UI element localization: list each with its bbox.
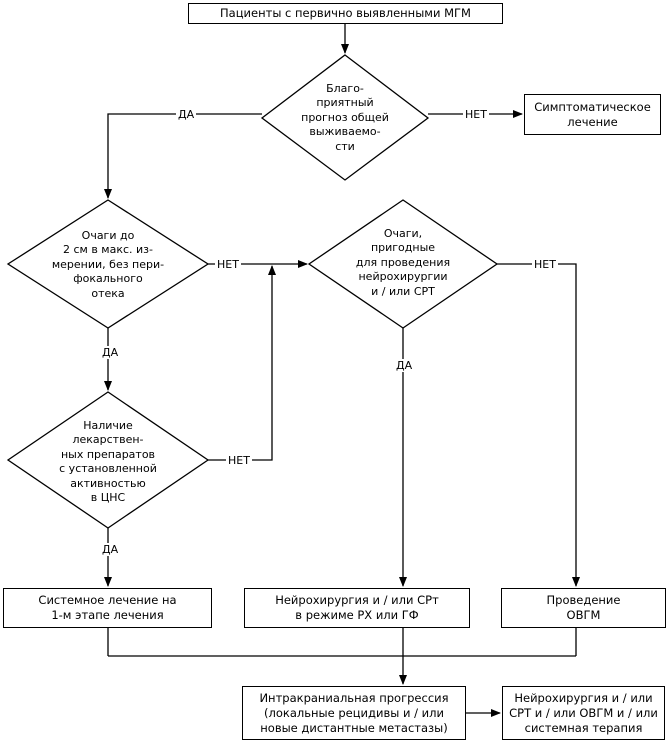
edge-cns-drugs-no xyxy=(208,265,276,461)
label-cns-drugs-no: НЕТ xyxy=(226,454,252,467)
intracranial-progression-box: Интракраниальная прогрессия (локальные р… xyxy=(242,686,466,740)
label-surgery-no: НЕТ xyxy=(532,258,558,271)
decision-lesion-size-text: Очаги до 2 см в макс. из- мерении, без п… xyxy=(51,228,165,300)
label-prognosis-yes: ДА xyxy=(176,108,197,121)
neurosurgery-srt-box: Нейрохирургия и / или СРт в режиме РХ ил… xyxy=(244,588,470,628)
label-lesion-size-no: НЕТ xyxy=(215,258,241,271)
label-surgery-yes: ДА xyxy=(394,359,415,372)
decision-prognosis-shape xyxy=(260,54,430,181)
label-prognosis-no: НЕТ xyxy=(463,108,489,121)
decision-cns-drugs-text: Наличие лекарствен- ных препаратов с уст… xyxy=(59,418,157,505)
label-cns-drugs-yes: ДА xyxy=(100,543,121,556)
systemic-treatment-box: Системное лечение на 1-м этапе лечения xyxy=(3,588,212,628)
symptomatic-treatment-box: Симптоматическое лечение xyxy=(524,94,661,135)
start-box: Пациенты с первично выявленными МГМ xyxy=(188,3,503,24)
decision-surgery-suitable-text: Очаги, пригодные для проведения нейрохир… xyxy=(355,226,451,298)
edge-prognosis-yes xyxy=(104,113,262,199)
edge-surgery-no xyxy=(497,263,580,587)
decision-prognosis-text: Благо- приятный прогноз общей выживаемо-… xyxy=(301,81,389,153)
label-lesion-size-yes: ДА xyxy=(100,346,121,359)
ovgm-box: Проведение ОВГМ xyxy=(501,588,666,628)
final-treatment-box: Нейрохирургия и / или СРТ и / или ОВГМ и… xyxy=(502,686,665,740)
